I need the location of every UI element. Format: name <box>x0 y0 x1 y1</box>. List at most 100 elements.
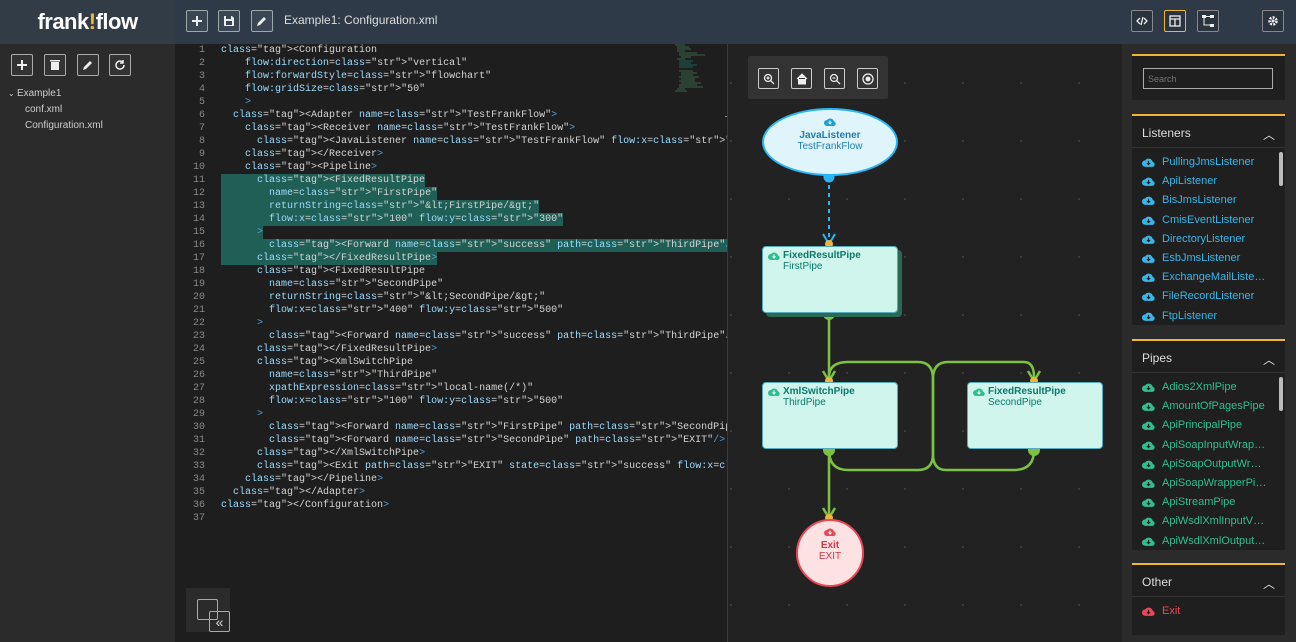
code-view-button[interactable] <box>1131 10 1153 32</box>
code-line[interactable]: 15 > <box>175 226 670 239</box>
pipes-item[interactable]: ApiSoapWrapperPi… <box>1132 474 1272 493</box>
plus-icon <box>17 60 27 70</box>
collapse-button[interactable]: « <box>197 599 230 632</box>
listeners-item[interactable]: ExchangeMailListe… <box>1132 268 1272 287</box>
code-line[interactable]: 7 class="tag"><Receiver name=class="str"… <box>175 122 670 135</box>
node-xml-switch-pipe[interactable]: XmlSwitchPipe ThirdPipe <box>762 382 898 449</box>
code-line[interactable]: 19 name=class="str">"SecondPipe" <box>175 278 670 291</box>
code-line[interactable]: 32 class="tag"></XmlSwitchPipe> <box>175 447 670 460</box>
flow-view-button[interactable] <box>1197 10 1219 32</box>
item-label: BisJmsListener <box>1162 194 1237 207</box>
code-line[interactable]: 31 class="tag"><Forward name=class="str"… <box>175 434 725 447</box>
node-fixed-result-pipe-first[interactable]: FixedResultPipe FirstPipe <box>762 246 898 313</box>
scrollbar[interactable] <box>1279 377 1283 411</box>
code-line[interactable]: 13 returnString=class="str">"&lt;FirstPi… <box>175 200 670 213</box>
code-line[interactable]: 17 class="tag"></FixedResultPipe> <box>175 252 670 265</box>
code-line[interactable]: 9 class="tag"></Receiver> <box>175 148 670 161</box>
tree-folder-example1[interactable]: ⌄ Example1 <box>8 88 62 99</box>
edit-button[interactable] <box>251 10 273 32</box>
save-button[interactable] <box>218 10 240 32</box>
rename-file-button[interactable] <box>77 54 99 76</box>
code-line[interactable]: 33 class="tag"><Exit path=class="str">"E… <box>175 460 989 473</box>
pipes-item[interactable]: ApiWsdlXmlOutput… <box>1132 532 1272 549</box>
code-line[interactable]: 37 <box>175 512 670 525</box>
listeners-item[interactable]: PullingJmsListener <box>1132 153 1272 172</box>
other-header[interactable]: Other︿ <box>1132 563 1285 597</box>
line-number: 20 <box>192 292 205 303</box>
code-line[interactable]: 14 flow:x=class="str">"100" flow:y=class… <box>175 213 670 226</box>
code-line[interactable]: 12 name=class="str">"FirstPipe" <box>175 187 670 200</box>
listeners-item[interactable]: EsbJmsListener <box>1132 249 1272 268</box>
listeners-item[interactable]: FtpListener <box>1132 307 1272 324</box>
pipes-item[interactable]: ApiPrincipalPipe <box>1132 416 1272 435</box>
node-subtitle: FirstPipe <box>783 261 823 272</box>
code-line[interactable]: 10 class="tag"><Pipeline> <box>175 161 670 174</box>
node-exit[interactable]: Exit EXIT <box>796 519 864 587</box>
split-view-button[interactable] <box>1164 10 1186 32</box>
code-line[interactable]: 24 class="tag"></FixedResultPipe> <box>175 343 670 356</box>
flow-canvas[interactable]: JavaListener TestFrankFlow FixedResultPi… <box>727 44 1122 642</box>
listeners-item[interactable]: ApiListener <box>1132 172 1272 191</box>
center-button[interactable] <box>857 68 878 89</box>
code-line[interactable]: 25 class="tag"><XmlSwitchPipe <box>175 356 670 369</box>
new-file-button[interactable] <box>186 10 208 32</box>
file-explorer: ⌄ Example1 conf.xml Configuration.xml <box>0 44 175 642</box>
node-fixed-result-pipe-second[interactable]: FixedResultPipe SecondPipe <box>967 382 1103 449</box>
refresh-icon <box>115 60 125 70</box>
listeners-item[interactable]: FileRecordListener <box>1132 287 1272 306</box>
code-line[interactable]: 34 class="tag"></Pipeline> <box>175 473 670 486</box>
line-text: class="tag"></Receiver> <box>245 149 384 160</box>
code-line[interactable]: 22 > <box>175 317 670 330</box>
code-line[interactable]: 20 returnString=class="str">"&lt;SecondP… <box>175 291 670 304</box>
code-line[interactable]: 5 > <box>175 96 670 109</box>
pencil-icon <box>83 61 92 70</box>
settings-button[interactable] <box>1262 10 1284 32</box>
code-line[interactable]: 27 xpathExpression=class="str">"local-na… <box>175 382 670 395</box>
code-line[interactable]: 11 class="tag"><FixedResultPipe <box>175 174 670 187</box>
refresh-button[interactable] <box>109 54 131 76</box>
zoom-out-button[interactable] <box>824 68 845 89</box>
node-java-listener[interactable]: JavaListener TestFrankFlow <box>762 108 898 176</box>
code-line[interactable]: 3 flow:forwardStyle=class="str">"flowcha… <box>175 70 670 83</box>
code-line[interactable]: 21 flow:x=class="str">"400" flow:y=class… <box>175 304 670 317</box>
listeners-item[interactable]: BisJmsListener <box>1132 191 1272 210</box>
cloud-download-icon <box>1142 293 1155 302</box>
other-item[interactable]: Exit <box>1132 602 1272 621</box>
code-line[interactable]: 30 class="tag"><Forward name=class="str"… <box>175 421 755 434</box>
line-number: 26 <box>192 370 205 381</box>
listeners-item[interactable]: DirectoryListener <box>1132 230 1272 249</box>
code-line[interactable]: 6 class="tag"><Adapter name=class="str">… <box>175 109 670 122</box>
pipes-item[interactable]: ApiSoapOutputWr… <box>1132 455 1272 474</box>
home-button[interactable] <box>791 68 812 89</box>
code-line[interactable]: 28 flow:x=class="str">"100" flow:y=class… <box>175 395 670 408</box>
pipes-item[interactable]: Adios2XmlPipe <box>1132 378 1272 397</box>
delete-file-button[interactable] <box>44 54 66 76</box>
tree-file-configuration[interactable]: Configuration.xml <box>25 120 103 131</box>
listeners-header[interactable]: Listeners︿ <box>1132 114 1285 148</box>
minimap[interactable] <box>675 44 725 94</box>
tree-file-conf[interactable]: conf.xml <box>25 104 63 115</box>
pipes-item[interactable]: ApiSoapInputWrap… <box>1132 436 1272 455</box>
scrollbar[interactable] <box>1279 152 1283 186</box>
palette-search-input[interactable] <box>1143 68 1273 89</box>
pipes-header[interactable]: Pipes︿ <box>1132 339 1285 373</box>
pipes-item[interactable]: AmountOfPagesPipe <box>1132 397 1272 416</box>
zoom-in-button[interactable] <box>758 68 779 89</box>
code-line[interactable]: 2 flow:direction=class="str">"vertical" <box>175 57 670 70</box>
pipes-item[interactable]: ApiWsdlXmlInputV… <box>1132 512 1272 531</box>
code-line[interactable]: 26 name=class="str">"ThirdPipe" <box>175 369 670 382</box>
code-line[interactable]: 8 class="tag"><JavaListener name=class="… <box>175 135 917 148</box>
code-line[interactable]: 29 > <box>175 408 670 421</box>
code-line[interactable]: 35 class="tag"></Adapter> <box>175 486 670 499</box>
code-line[interactable]: 23 class="tag"><Forward name=class="str"… <box>175 330 737 343</box>
add-file-button[interactable] <box>11 54 33 76</box>
code-line[interactable]: 4 flow:gridSize=class="str">"50" <box>175 83 670 96</box>
code-line[interactable]: 16 class="tag"><Forward name=class="str"… <box>175 239 738 252</box>
code-line[interactable]: 18 class="tag"><FixedResultPipe <box>175 265 670 278</box>
cloud-download-icon <box>1142 197 1155 206</box>
listeners-item[interactable]: CmisEventListener <box>1132 211 1272 230</box>
pipes-item[interactable]: ApiStreamPipe <box>1132 493 1272 512</box>
